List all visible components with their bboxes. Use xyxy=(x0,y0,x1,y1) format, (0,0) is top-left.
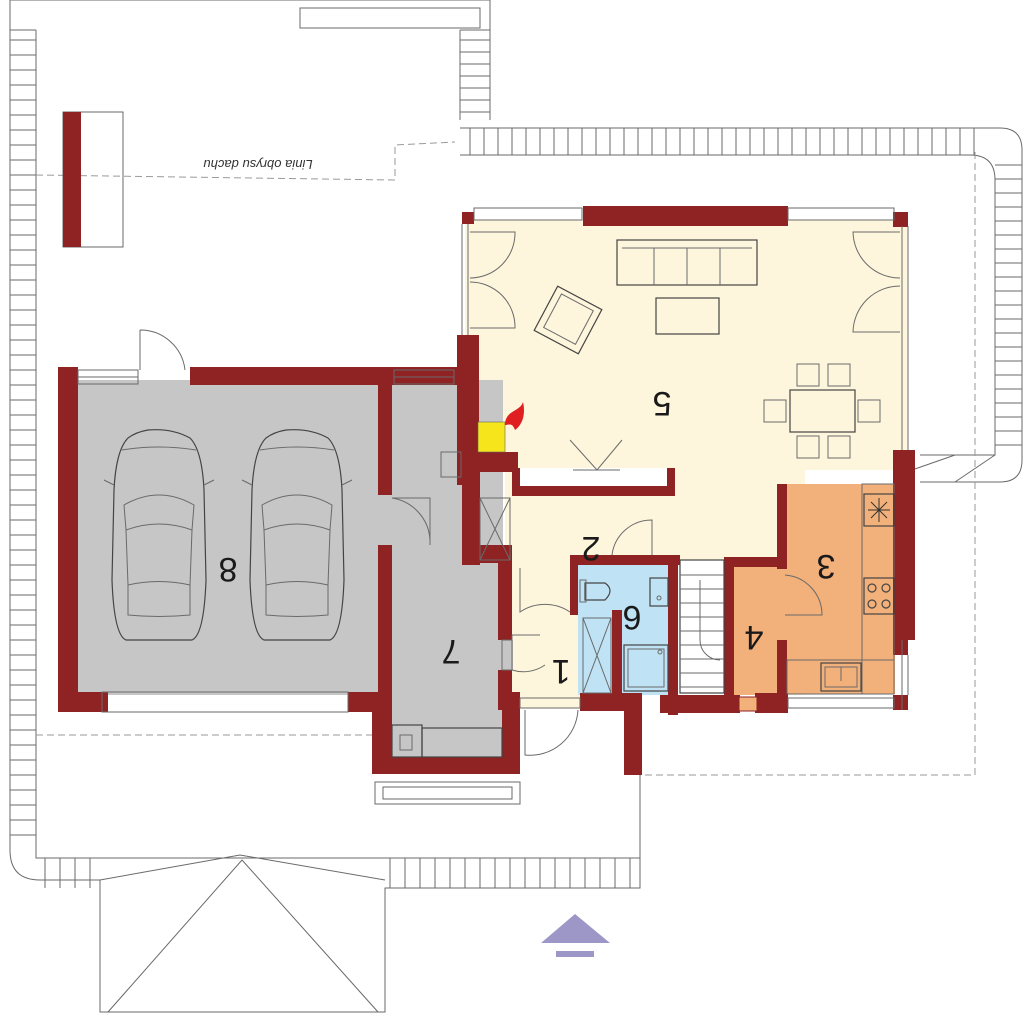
room-1-label: 1 xyxy=(552,652,571,690)
room-5-label: 5 xyxy=(653,384,672,422)
room-labels: 5 2 3 6 4 1 7 8 xyxy=(219,384,836,690)
room-3-fill xyxy=(785,484,895,694)
car-icon xyxy=(241,429,353,641)
fireplace-flame-icon xyxy=(505,402,525,430)
fireplace xyxy=(477,421,506,453)
car-icon xyxy=(103,429,215,641)
room-2-label: 2 xyxy=(582,529,601,567)
roof-outline-label: Linia obrysu dachu xyxy=(203,157,312,172)
garage-cars xyxy=(103,429,353,641)
bathroom-fixtures xyxy=(579,577,669,692)
room-8-fill xyxy=(75,380,385,695)
entrance-arrow-icon xyxy=(541,914,610,957)
room-fills xyxy=(75,220,907,760)
room-4-label: 4 xyxy=(745,618,764,656)
room-7-label: 7 xyxy=(442,632,461,670)
windows xyxy=(62,111,909,805)
snowflake-icon xyxy=(868,498,890,522)
living-furniture xyxy=(440,239,881,478)
room-1-fill xyxy=(505,560,580,708)
walls xyxy=(58,206,915,775)
kitchen-fixtures xyxy=(738,483,895,712)
room-8-label: 8 xyxy=(219,550,238,588)
room-3-label: 3 xyxy=(817,547,836,585)
room-6-label: 6 xyxy=(623,598,642,636)
room-5-fill xyxy=(465,220,907,470)
terrace-outline: Linia obrysu dachu xyxy=(9,0,1023,1013)
stairs xyxy=(679,559,725,694)
utility-fixtures xyxy=(391,639,513,758)
